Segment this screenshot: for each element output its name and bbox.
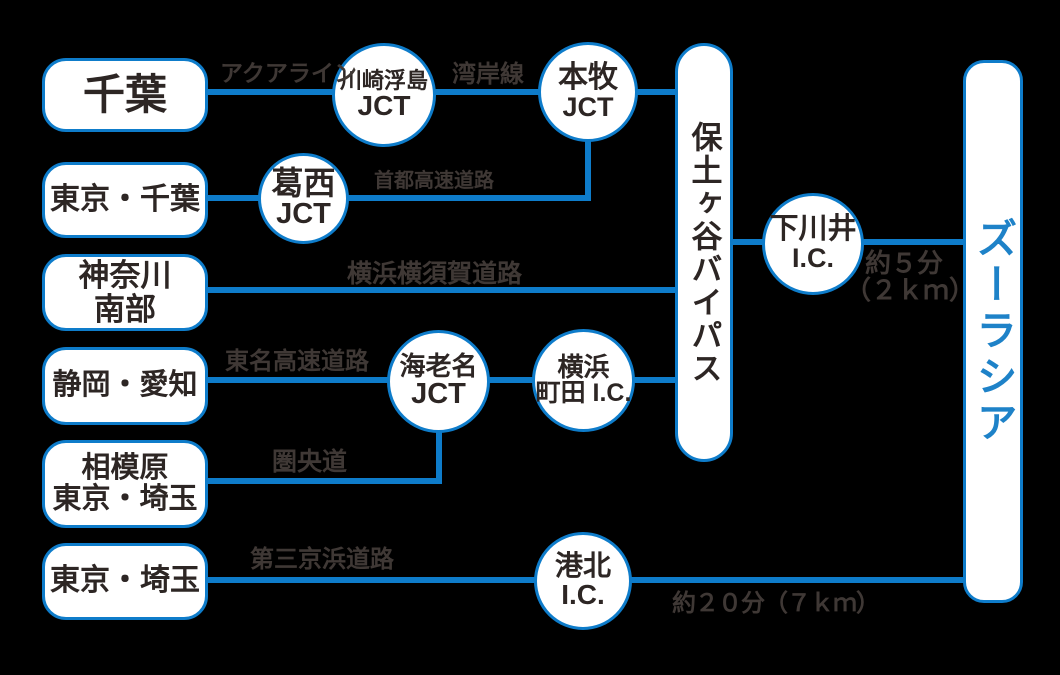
origin-label-line1: 相模原 xyxy=(81,451,169,484)
origin-box-sagamihara-tokyo-saitama: 相模原 東京・埼玉 xyxy=(42,440,208,528)
route-line-kenodo-horizontal xyxy=(207,478,442,484)
destination-label: ズーラシア xyxy=(970,216,1016,447)
origin-label: 静岡・愛知 xyxy=(52,369,198,402)
origin-label-line1: 神奈川 xyxy=(78,258,172,294)
junction-type: JCT xyxy=(276,198,331,231)
origin-label-line2: 東京・埼玉 xyxy=(52,483,198,515)
origin-label: 千葉 xyxy=(82,71,167,119)
route-line-shuto-vertical xyxy=(585,138,591,201)
origin-box-tokyo-chiba: 東京・千葉 xyxy=(42,162,208,238)
road-label-aqualine: アクアライン xyxy=(220,60,357,86)
duration-label-kohoku: 約２０分（７ｋｍ） xyxy=(672,590,880,617)
duration-label-shimokawai: 約５分 （２ｋｍ） xyxy=(845,248,976,306)
junction-ebina-jct: 海老名 JCT xyxy=(387,330,490,433)
junction-type: JCT xyxy=(562,91,614,122)
route-line-aqualine-wangan xyxy=(207,89,677,95)
junction-kawasaki-ukishima-jct: 川崎浮島 JCT xyxy=(332,43,436,147)
origin-label: 東京・千葉 xyxy=(50,182,200,216)
road-label-shuto-expressway: 首都高速道路 xyxy=(374,170,494,192)
junction-name: 本牧 xyxy=(558,60,618,94)
origin-box-kanagawa-south: 神奈川 南部 xyxy=(42,254,208,331)
junction-type: JCT xyxy=(357,89,411,121)
junction-name: 港北 xyxy=(554,550,611,582)
route-line-kenodo-vertical xyxy=(436,428,442,484)
origin-box-shizuoka-aichi: 静岡・愛知 xyxy=(42,347,208,425)
duration-line1: 約５分 xyxy=(864,248,943,278)
route-line-yokohama-yokosuka xyxy=(207,287,677,293)
road-label-tomei-expressway: 東名高速道路 xyxy=(225,348,369,375)
junction-kasai-jct: 葛西 JCT xyxy=(258,153,349,244)
junction-yokohama-machida-ic: 横浜 町田 I.C. xyxy=(532,329,635,432)
origin-label-line2: 南部 xyxy=(94,291,156,327)
road-label-wangan-line: 湾岸線 xyxy=(452,61,524,88)
hub-label: 保土ヶ谷バイパス xyxy=(686,120,722,385)
destination-zoorasia: ズーラシア xyxy=(963,60,1023,603)
junction-name: 川崎浮島 xyxy=(339,67,428,93)
junction-name: 葛西 xyxy=(271,165,336,202)
junction-type: 町田 I.C. xyxy=(535,379,632,407)
junction-honmoku-jct: 本牧 JCT xyxy=(538,42,638,142)
hub-hodogaya-bypass: 保土ヶ谷バイパス xyxy=(675,43,733,462)
junction-kohoku-ic: 港北 I.C. xyxy=(534,532,632,630)
origin-label: 東京・埼玉 xyxy=(50,564,200,598)
road-label-yokohama-yokosuka-road: 横浜横須賀道路 xyxy=(347,260,523,288)
junction-name: 海老名 xyxy=(399,351,478,382)
junction-name: 横浜 xyxy=(557,352,610,383)
junction-type: JCT xyxy=(411,377,466,410)
route-line-shuto-horizontal xyxy=(207,195,591,201)
origin-box-tokyo-saitama: 東京・埼玉 xyxy=(42,543,208,620)
road-label-daisan-keihin-road: 第三京浜道路 xyxy=(250,546,394,573)
junction-type: I.C. xyxy=(791,243,834,274)
junction-name: 下川井 xyxy=(769,213,857,246)
origin-box-chiba: 千葉 xyxy=(42,58,208,132)
duration-line2: （２ｋｍ） xyxy=(845,275,976,306)
junction-type: I.C. xyxy=(561,579,605,610)
junction-shimokawai-ic: 下川井 I.C. xyxy=(762,193,864,295)
road-label-kenodo: 圏央道 xyxy=(272,448,348,476)
